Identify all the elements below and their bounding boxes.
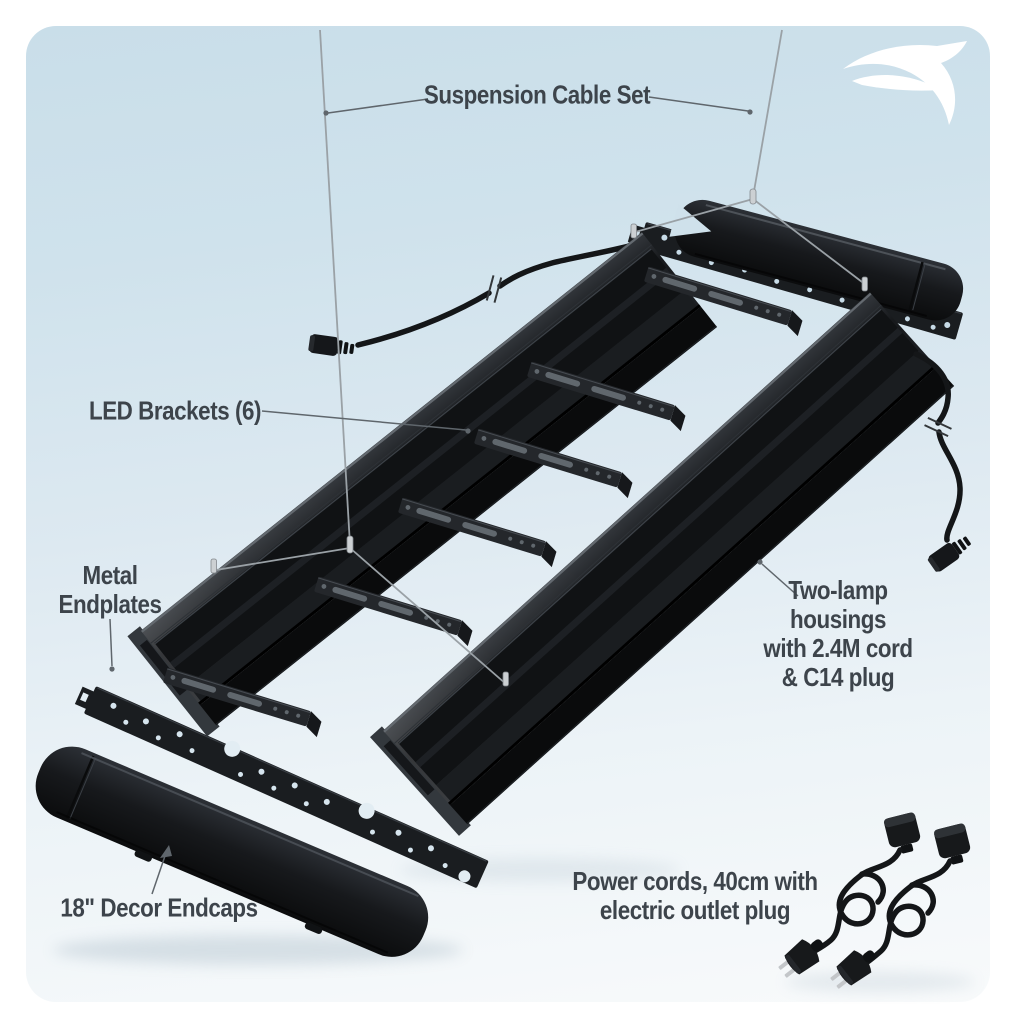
led-bracket [314, 576, 473, 647]
cord-break-mark-left [485, 275, 503, 303]
housing-power-cord-right [913, 351, 963, 543]
label-decor-endcaps: 18" Decor Endcaps [60, 892, 258, 923]
led-bracket [398, 497, 557, 568]
leader-dots [109, 109, 763, 858]
leader-lines [109, 96, 799, 895]
led-brackets-group [163, 266, 803, 738]
label-led-brackets: LED Brackets (6) [88, 395, 262, 426]
c13-connector [883, 812, 921, 854]
leader-decor-endcaps [151, 852, 167, 895]
lamp-housing-2 [370, 292, 955, 836]
power-cord-a [778, 812, 921, 978]
c13-connector [933, 823, 971, 865]
label-suspension-cable-set: Suspension Cable Set [423, 79, 651, 110]
cable-junction-sleeve [749, 188, 757, 205]
swoosh-bird-logo-icon [843, 41, 967, 125]
leader-metal-endplates [109, 618, 113, 667]
label-power-cords: Power cords, 40cm with electric outlet p… [572, 865, 818, 925]
cable-anchor-pin [502, 671, 509, 687]
metal-endplate-bottom-left [74, 686, 489, 888]
led-bracket [527, 361, 686, 432]
suspension-cables [215, 29, 867, 685]
leader-led-brackets [261, 410, 467, 431]
led-bracket [474, 428, 633, 499]
cable-anchor-pin [210, 558, 217, 574]
cord-break-mark-right [924, 416, 952, 438]
label-two-lamp-housings: Two-lamp housings with 2.4M cord & C14 p… [763, 574, 913, 693]
leader-two-lamp [761, 563, 799, 597]
cable-hardware [210, 188, 868, 687]
label-metal-endplates: Metal Endplates [58, 559, 162, 619]
leader-suspension-right [648, 96, 749, 112]
decor-endcap-bottom-left [35, 746, 429, 957]
led-bracket [644, 266, 803, 337]
cable-junction-sleeve [346, 535, 354, 554]
wall-plug [778, 939, 824, 978]
leader-arrowhead [160, 845, 172, 858]
wall-plug [830, 950, 876, 989]
c14-plug-right [927, 536, 971, 572]
decor-endcap-top-right [669, 199, 964, 321]
led-bracket [163, 667, 322, 738]
leader-suspension-left [327, 98, 429, 114]
cable-anchor-pin [630, 223, 637, 239]
cable-anchor-pin [861, 276, 868, 292]
c14-plug-left [308, 334, 355, 356]
power-cord-b [830, 823, 971, 989]
